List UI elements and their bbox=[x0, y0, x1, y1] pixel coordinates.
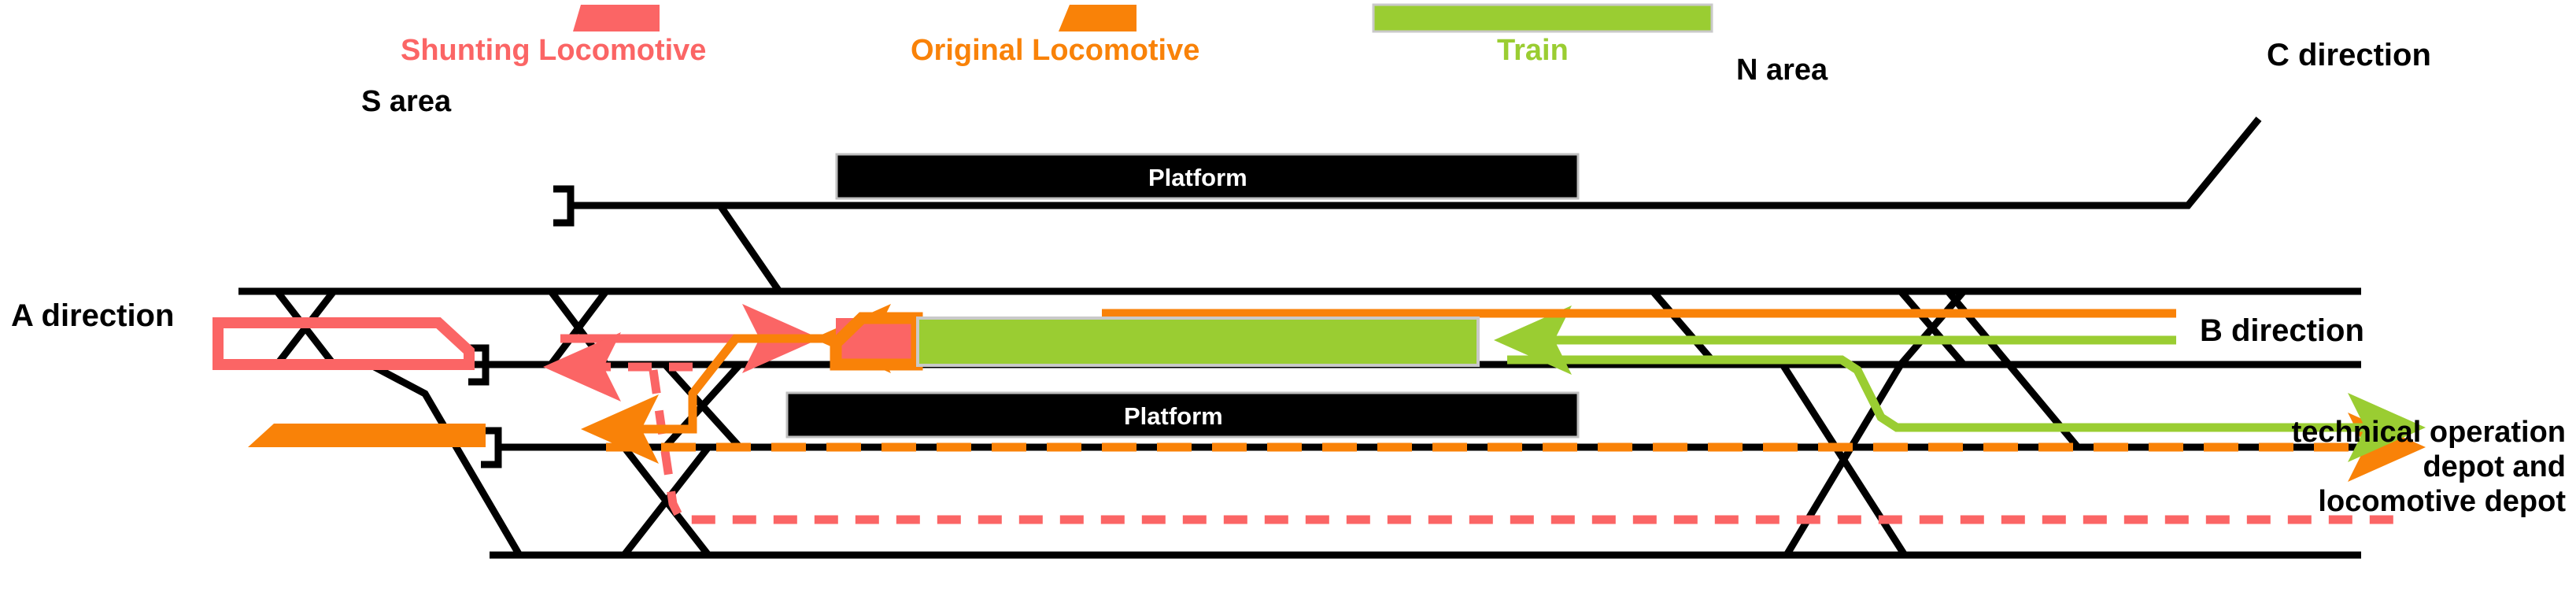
buffer-stop-track3 bbox=[481, 427, 502, 468]
label-a-direction: A direction bbox=[11, 298, 175, 333]
platform-lower-label: Platform bbox=[1124, 402, 1223, 430]
platform-upper-bar bbox=[835, 153, 1580, 200]
switch-n-track1-to-track2 bbox=[1650, 289, 1719, 367]
original-locomotive-outline-icon bbox=[830, 312, 923, 371]
switch-track3-to-bottom-right bbox=[621, 445, 711, 557]
crossover-n-right-strand bbox=[1898, 289, 1967, 367]
legend-label-original-locomotive: Original Locomotive bbox=[911, 34, 1200, 67]
label-n-area: N area bbox=[1736, 54, 1828, 87]
switch-upper-to-track1 bbox=[717, 203, 782, 294]
platform-lower-bar bbox=[785, 391, 1580, 439]
label-depot: technical operation depot and locomotive… bbox=[1968, 415, 2566, 519]
route-shunting-to-depot bbox=[649, 369, 2408, 524]
train-swatch-icon bbox=[1372, 3, 1713, 33]
depot-line-3: locomotive depot bbox=[2318, 485, 2566, 519]
legend-label-shunting-locomotive: Shunting Locomotive bbox=[401, 34, 707, 67]
train-consist-icon bbox=[916, 317, 1480, 367]
original-locomotive-swatch-icon bbox=[1059, 5, 1136, 31]
original-locomotive-body-icon bbox=[248, 424, 486, 447]
buffer-stop-upper-siding bbox=[553, 185, 575, 227]
route-train-departure bbox=[1507, 355, 2426, 462]
platform-upper-label: Platform bbox=[1148, 164, 1247, 191]
track-upper-siding bbox=[571, 117, 2262, 209]
switch-track2-to-bottom bbox=[368, 361, 523, 557]
buffer-stop-track2-left bbox=[468, 344, 490, 386]
label-b-direction: B direction bbox=[2200, 313, 2364, 348]
legend-label-train: Train bbox=[1497, 34, 1569, 67]
route-original-loco-release bbox=[581, 334, 1122, 464]
label-s-area: S area bbox=[361, 85, 452, 118]
shunting-locomotive-swatch-icon bbox=[573, 5, 660, 31]
label-c-direction: C direction bbox=[2267, 38, 2431, 72]
shunting-locomotive-outline-icon bbox=[213, 317, 475, 370]
depot-line-2: depot and bbox=[2423, 450, 2566, 484]
depot-line-1: technical operation bbox=[2291, 416, 2566, 449]
